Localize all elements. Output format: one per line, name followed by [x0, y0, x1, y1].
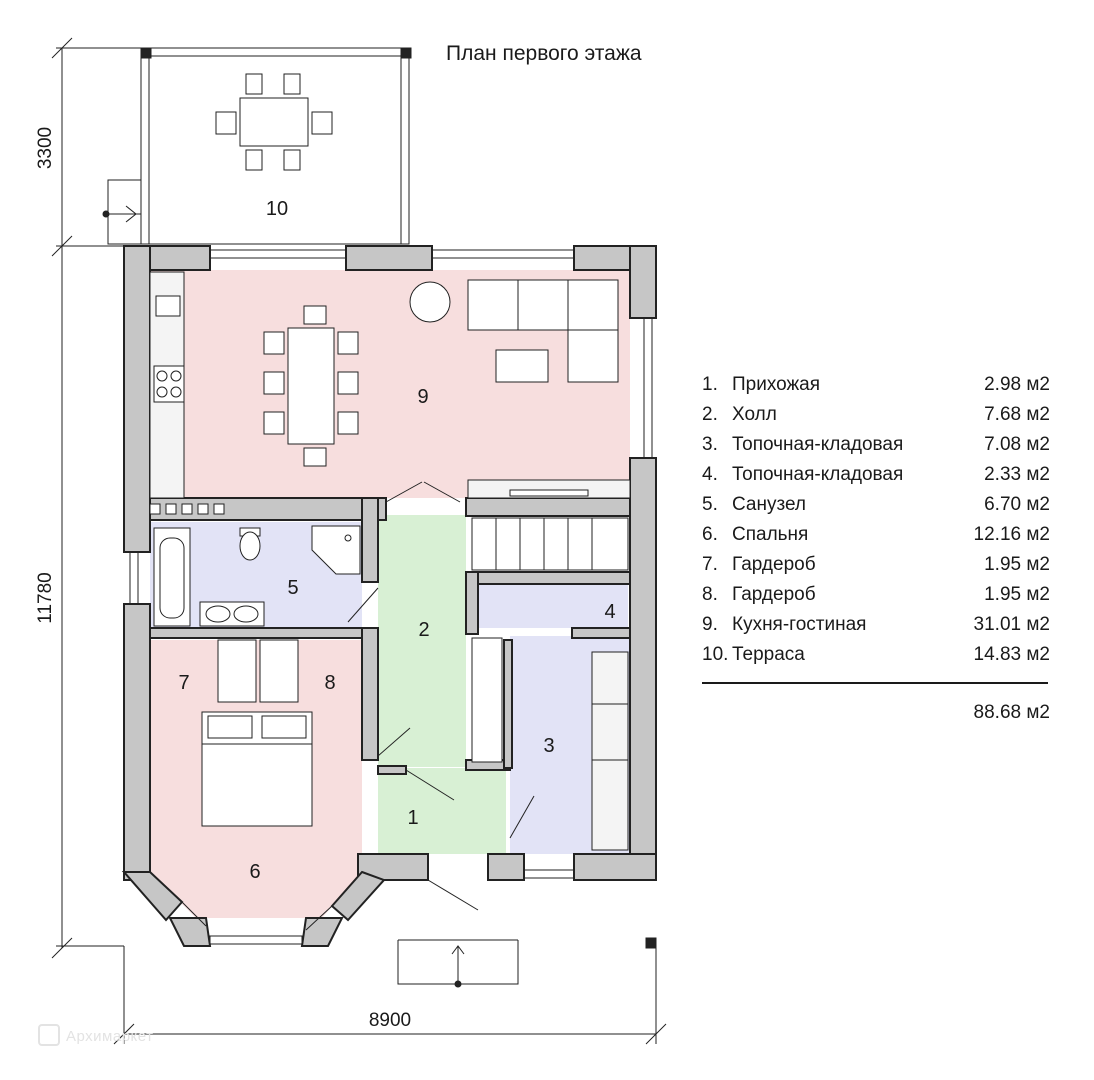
room-label-5: 5 [287, 577, 298, 599]
legend-num: 2. [702, 404, 718, 425]
legend-name: Гардероб [732, 554, 816, 575]
legend-divider [702, 682, 1048, 684]
room-label-3: 3 [543, 735, 554, 757]
interior-walls [149, 497, 631, 775]
legend-num: 1. [702, 374, 718, 395]
legend-num: 6. [702, 524, 718, 545]
room-label-2: 2 [418, 619, 429, 641]
legend-row: 10. Терраса 14.83 м2 [700, 640, 1050, 670]
legend-area: 2.98 м2 [984, 374, 1050, 395]
legend-row: 4. Топочная-кладовая 2.33 м2 [700, 460, 1050, 490]
legend-area: 31.01 м2 [973, 614, 1050, 635]
legend-area: 7.68 м2 [984, 404, 1050, 425]
watermark: Архимаркет [38, 1024, 154, 1046]
room-2-fill [378, 515, 466, 767]
area-legend: 1. Прихожая 2.98 м2 2. Холл 7.68 м2 3. Т… [700, 370, 1050, 723]
legend-area: 1.95 м2 [984, 554, 1050, 575]
room-label-7: 7 [178, 672, 189, 694]
legend-num: 10. [702, 644, 729, 665]
legend-area: 14.83 м2 [973, 644, 1050, 665]
legend-area: 1.95 м2 [984, 584, 1050, 605]
watermark-logo-icon [38, 1024, 60, 1046]
windows [129, 249, 653, 945]
legend-name: Гардероб [732, 584, 816, 605]
legend-row: 3. Топочная-кладовая 7.08 м2 [700, 430, 1050, 460]
terrace [102, 47, 412, 245]
legend-row: 2. Холл 7.68 м2 [700, 400, 1050, 430]
legend-name: Санузел [732, 494, 807, 515]
entrance-steps [397, 939, 519, 988]
legend-area: 2.33 м2 [984, 464, 1050, 485]
legend-name: Холл [732, 404, 777, 425]
room-label-10: 10 [266, 198, 288, 220]
plan-title: План первого этажа [446, 42, 642, 65]
room-label-1: 1 [407, 807, 418, 829]
legend-num: 7. [702, 554, 718, 575]
dim-8900-label: 8900 [369, 1010, 411, 1031]
doors [347, 481, 535, 911]
legend-name: Спальня [732, 524, 809, 545]
legend-num: 4. [702, 464, 718, 485]
exterior-walls [121, 245, 657, 947]
legend-num: 5. [702, 494, 718, 515]
legend-name: Топочная-кладовая [732, 464, 904, 485]
furniture [149, 271, 631, 851]
room-label-9: 9 [417, 386, 428, 408]
room-label-8: 8 [324, 672, 335, 694]
legend-row: 6. Спальня 12.16 м2 [700, 520, 1050, 550]
legend-row: 9. Кухня-гостиная 31.01 м2 [700, 610, 1050, 640]
total-area: 88.68 м2 [973, 702, 1050, 723]
legend-num: 8. [702, 584, 718, 605]
legend-name: Топочная-кладовая [732, 434, 904, 455]
legend-name: Терраса [732, 644, 805, 665]
legend-area: 6.70 м2 [984, 494, 1050, 515]
legend-area: 12.16 м2 [973, 524, 1050, 545]
dimension-lines [51, 37, 667, 1045]
room-label-6: 6 [249, 861, 260, 883]
legend-row: 7. Гардероб 1.95 м2 [700, 550, 1050, 580]
legend-num: 3. [702, 434, 718, 455]
legend-name: Кухня-гостиная [732, 614, 867, 635]
legend-row: 1. Прихожая 2.98 м2 [700, 370, 1050, 400]
legend-row: 8. Гардероб 1.95 м2 [700, 580, 1050, 610]
watermark-text: Архимаркет [66, 1028, 154, 1045]
room-1-fill [378, 768, 506, 854]
room-label-4: 4 [604, 601, 615, 623]
legend-area: 7.08 м2 [984, 434, 1050, 455]
dim-11780-label: 11780 [35, 572, 56, 623]
room-labels: 10 9 5 2 4 7 8 3 1 6 [178, 198, 615, 883]
legend-row: 5. Санузел 6.70 м2 [700, 490, 1050, 520]
legend-num: 9. [702, 614, 718, 635]
legend-name: Прихожая [732, 374, 821, 395]
dim-3300-label: 3300 [35, 127, 56, 169]
